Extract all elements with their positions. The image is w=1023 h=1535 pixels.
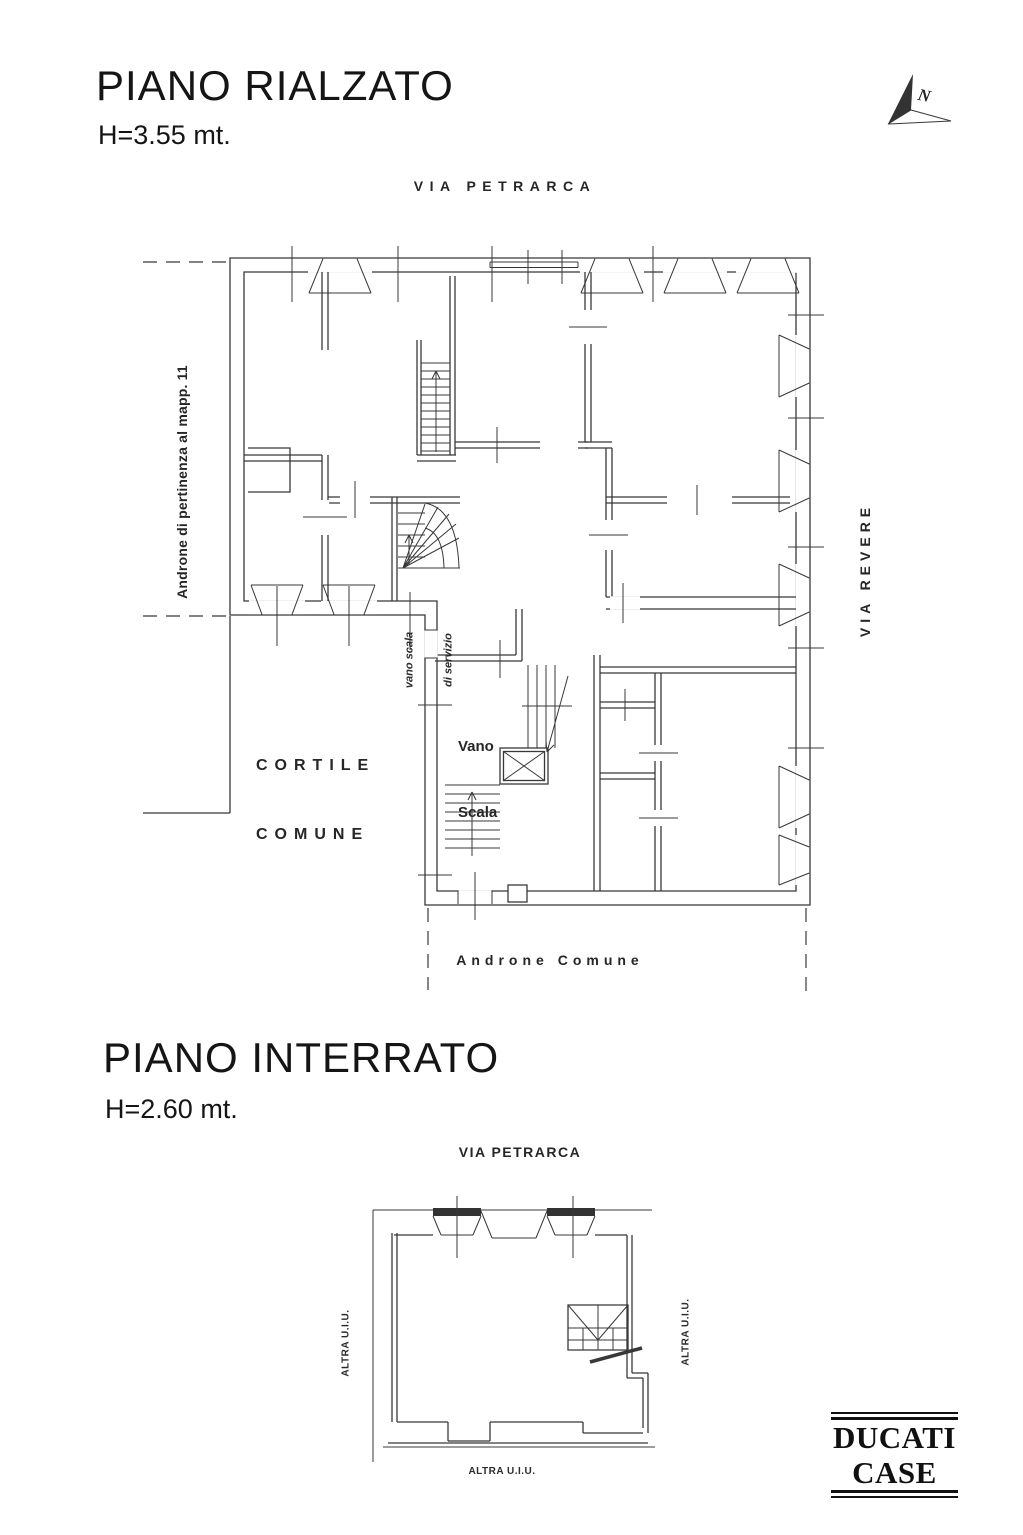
label-cortile-comune: CORTILE COMUNE (256, 757, 376, 843)
label-vano-scala-servizio: vano scala di servizio (403, 631, 455, 689)
stair-straight (421, 362, 450, 452)
label-androne-pertinenza: Androne di pertinenza al mapp. 11 (174, 365, 190, 599)
logo-line1: DUCATI (833, 1420, 956, 1455)
bottom-wall-details (457, 872, 528, 920)
upper-plan-height: H=3.55 mt. (98, 120, 231, 150)
lower-plan-title: PIANO INTERRATO (103, 1034, 500, 1081)
upper-floor-plan (143, 246, 824, 992)
street-label-via-petrarca: VIA PETRARCA (413, 178, 597, 194)
lower-floor-plan (372, 1196, 655, 1462)
door-openings (303, 310, 698, 876)
logo-rule (831, 1412, 958, 1414)
stair-winder (398, 502, 460, 569)
agency-logo: DUCATI CASE (831, 1412, 958, 1498)
basement-windows (432, 1196, 596, 1258)
stairwell-vano-scala (445, 665, 572, 856)
north-arrow-icon: N (887, 74, 952, 125)
label-vano-scala: Vano Scala (458, 738, 498, 821)
north-letter: N (915, 85, 933, 106)
label-altra-uiu-bottom: ALTRA U.I.U. (468, 1466, 536, 1477)
label-androne-comune: Androne Comune (456, 952, 644, 968)
label-altra-uiu-left: ALTRA U.I.U. (340, 1309, 352, 1377)
top-wall-windows (291, 246, 800, 302)
basement-stair (567, 1304, 643, 1364)
logo-rule (831, 1490, 958, 1493)
street-label-via-revere: VIA REVERE (857, 502, 873, 638)
lower-plan-height: H=2.60 mt. (105, 1094, 238, 1124)
courtyard-wall-windows (249, 584, 411, 650)
right-wall-windows (778, 314, 824, 886)
logo-line2: CASE (852, 1455, 937, 1490)
logo-rule (831, 1417, 958, 1420)
logo-rule (831, 1496, 958, 1498)
street-label-via-petrarca-lower: VIA PETRARCA (458, 1144, 582, 1160)
upper-plan-title: PIANO RIALZATO (96, 62, 454, 109)
label-altra-uiu-right: ALTRA U.I.U. (680, 1298, 692, 1366)
